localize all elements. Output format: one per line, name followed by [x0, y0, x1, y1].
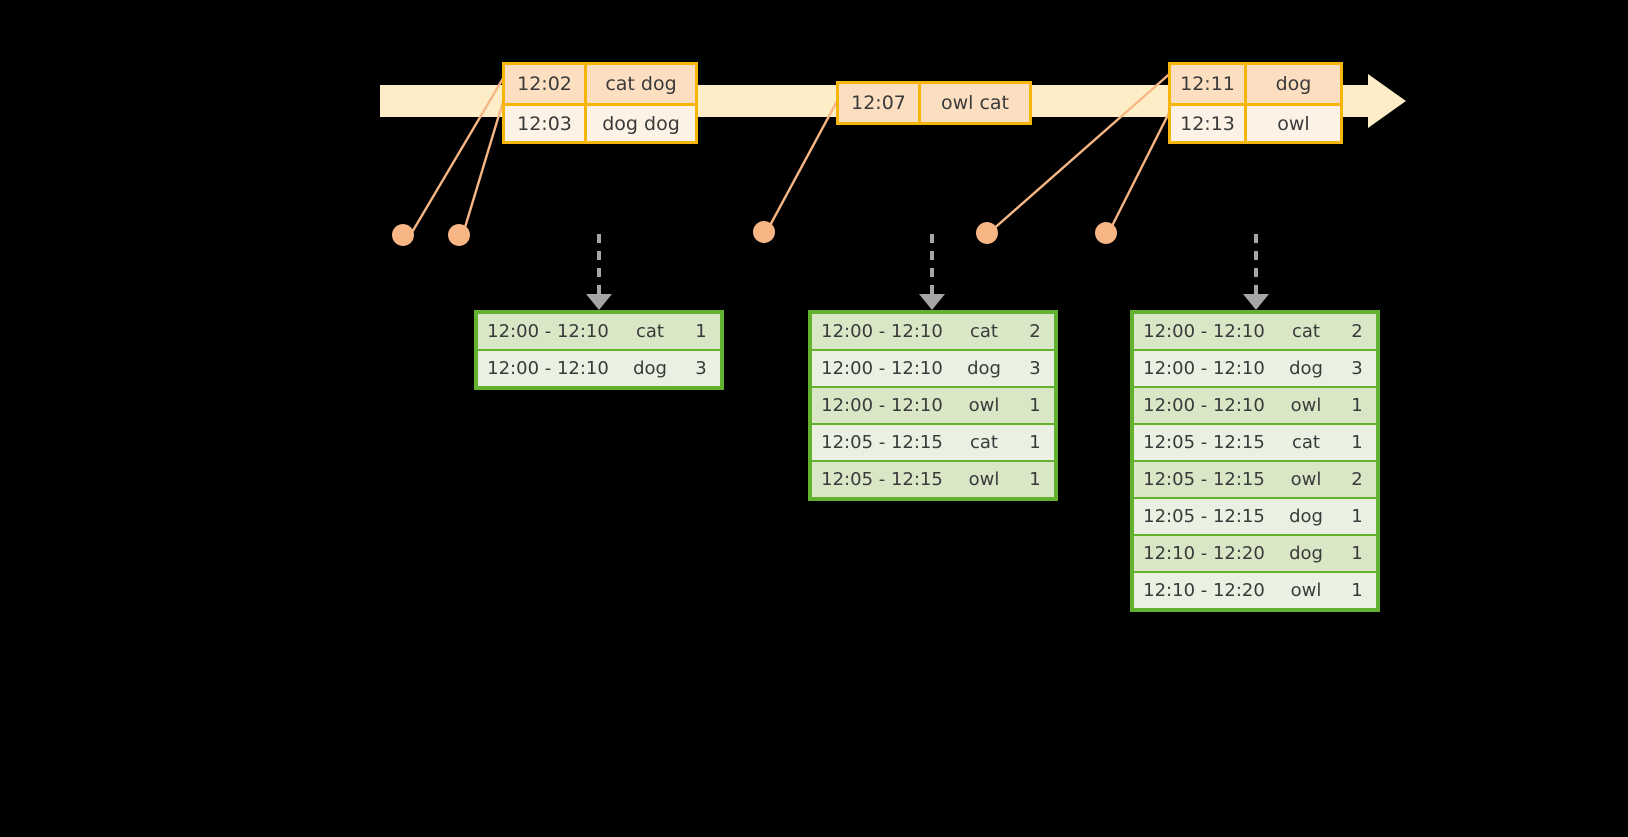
key-cell: owl: [968, 395, 1000, 416]
arrow-shaft: [930, 234, 934, 296]
table-row: 12:10 - 12:20 owl 1: [1134, 573, 1376, 608]
event-row: 12:07 owl cat: [839, 84, 1029, 122]
window-cell: 12:05 - 12:15: [821, 432, 943, 453]
window-cell: 12:00 - 12:10: [487, 321, 609, 342]
table-row: 12:05 - 12:15 cat 1: [812, 425, 1054, 460]
window-cell: 12:00 - 12:10: [821, 358, 943, 379]
flow-arrow-2: [919, 234, 945, 310]
flow-arrow-1: [586, 234, 612, 310]
table-row: 12:10 - 12:20 dog 1: [1134, 536, 1376, 571]
window-cell: 12:05 - 12:15: [1143, 506, 1265, 527]
key-cell: owl: [1290, 469, 1322, 490]
key-cell: owl: [968, 469, 1000, 490]
key-cell: owl: [1290, 580, 1322, 601]
window-cell: 12:00 - 12:10: [1143, 321, 1265, 342]
count-cell: 1: [1029, 469, 1041, 490]
key-cell: dog: [1289, 358, 1323, 379]
result-table-1: 12:00 - 12:10 cat 1 12:00 - 12:10 dog 3: [474, 310, 724, 390]
key-cell: dog: [1289, 543, 1323, 564]
event-value: dog dog: [602, 112, 680, 135]
count-cell: 1: [1351, 395, 1363, 416]
count-cell: 1: [1029, 395, 1041, 416]
event-row: 12:03 dog dog: [505, 103, 695, 141]
count-cell: 1: [1351, 580, 1363, 601]
table-row: 12:00 - 12:10 cat 1: [478, 314, 720, 349]
table-row: 12:05 - 12:15 dog 1: [1134, 499, 1376, 534]
key-cell: dog: [967, 358, 1001, 379]
connector-dot-3: [753, 221, 775, 243]
event-group-3: 12:11 dog 12:13 owl: [1168, 62, 1343, 144]
event-time: 12:02: [505, 65, 587, 103]
event-value: owl cat: [940, 92, 1010, 114]
key-cell: owl: [1290, 395, 1322, 416]
window-cell: 12:00 - 12:10: [1143, 358, 1265, 379]
window-cell: 12:00 - 12:10: [821, 395, 943, 416]
count-cell: 1: [695, 321, 707, 342]
count-cell: 1: [1351, 432, 1363, 453]
key-cell: cat: [1292, 432, 1320, 453]
connector-dot-2: [448, 224, 470, 246]
connector-dot-5: [1095, 222, 1117, 244]
table-row: 12:05 - 12:15 owl 1: [812, 462, 1054, 497]
count-cell: 2: [1029, 321, 1041, 342]
key-cell: cat: [970, 321, 998, 342]
event-group-1: 12:02 cat dog 12:03 dog dog: [502, 62, 698, 144]
event-value: cat dog: [605, 73, 677, 95]
arrow-head: [586, 294, 612, 310]
count-cell: 2: [1351, 469, 1363, 490]
event-row: 12:11 dog: [1171, 65, 1340, 103]
arrow-shaft: [1254, 234, 1258, 296]
count-cell: 1: [1351, 506, 1363, 527]
key-cell: dog: [633, 358, 667, 379]
key-cell: cat: [970, 432, 998, 453]
timeline-arrow-head: [1368, 74, 1406, 128]
table-row: 12:00 - 12:10 dog 3: [1134, 351, 1376, 386]
table-row: 12:05 - 12:15 cat 1: [1134, 425, 1376, 460]
arrow-shaft: [597, 234, 601, 296]
event-row: 12:13 owl: [1171, 103, 1340, 141]
table-row: 12:00 - 12:10 dog 3: [812, 351, 1054, 386]
window-cell: 12:00 - 12:10: [821, 321, 943, 342]
table-row: 12:00 - 12:10 dog 3: [478, 351, 720, 386]
table-row: 12:05 - 12:15 owl 2: [1134, 462, 1376, 497]
count-cell: 3: [695, 358, 707, 379]
key-cell: cat: [636, 321, 664, 342]
table-row: 12:00 - 12:10 owl 1: [1134, 388, 1376, 423]
window-cell: 12:00 - 12:10: [1143, 395, 1265, 416]
table-row: 12:00 - 12:10 owl 1: [812, 388, 1054, 423]
arrow-head: [1243, 294, 1269, 310]
flow-arrow-3: [1243, 234, 1269, 310]
connector-dot-1: [392, 224, 414, 246]
event-time: 12:11: [1171, 65, 1247, 103]
event-time: 12:13: [1171, 106, 1247, 141]
key-cell: cat: [1292, 321, 1320, 342]
window-cell: 12:05 - 12:15: [821, 469, 943, 490]
arrow-head: [919, 294, 945, 310]
event-value: owl: [1277, 112, 1310, 135]
table-row: 12:00 - 12:10 cat 2: [1134, 314, 1376, 349]
count-cell: 1: [1351, 543, 1363, 564]
table-row: 12:00 - 12:10 cat 2: [812, 314, 1054, 349]
event-row: 12:02 cat dog: [505, 65, 695, 103]
connector-dot-4: [976, 222, 998, 244]
window-cell: 12:10 - 12:20: [1143, 543, 1265, 564]
key-cell: dog: [1289, 506, 1323, 527]
count-cell: 3: [1029, 358, 1041, 379]
event-group-2: 12:07 owl cat: [836, 81, 1032, 125]
window-cell: 12:00 - 12:10: [487, 358, 609, 379]
window-cell: 12:05 - 12:15: [1143, 469, 1265, 490]
event-time: 12:03: [505, 106, 587, 141]
window-cell: 12:10 - 12:20: [1143, 580, 1265, 601]
count-cell: 2: [1351, 321, 1363, 342]
event-value: dog: [1275, 73, 1312, 95]
count-cell: 1: [1029, 432, 1041, 453]
event-time: 12:07: [839, 84, 921, 122]
count-cell: 3: [1351, 358, 1363, 379]
window-cell: 12:05 - 12:15: [1143, 432, 1265, 453]
